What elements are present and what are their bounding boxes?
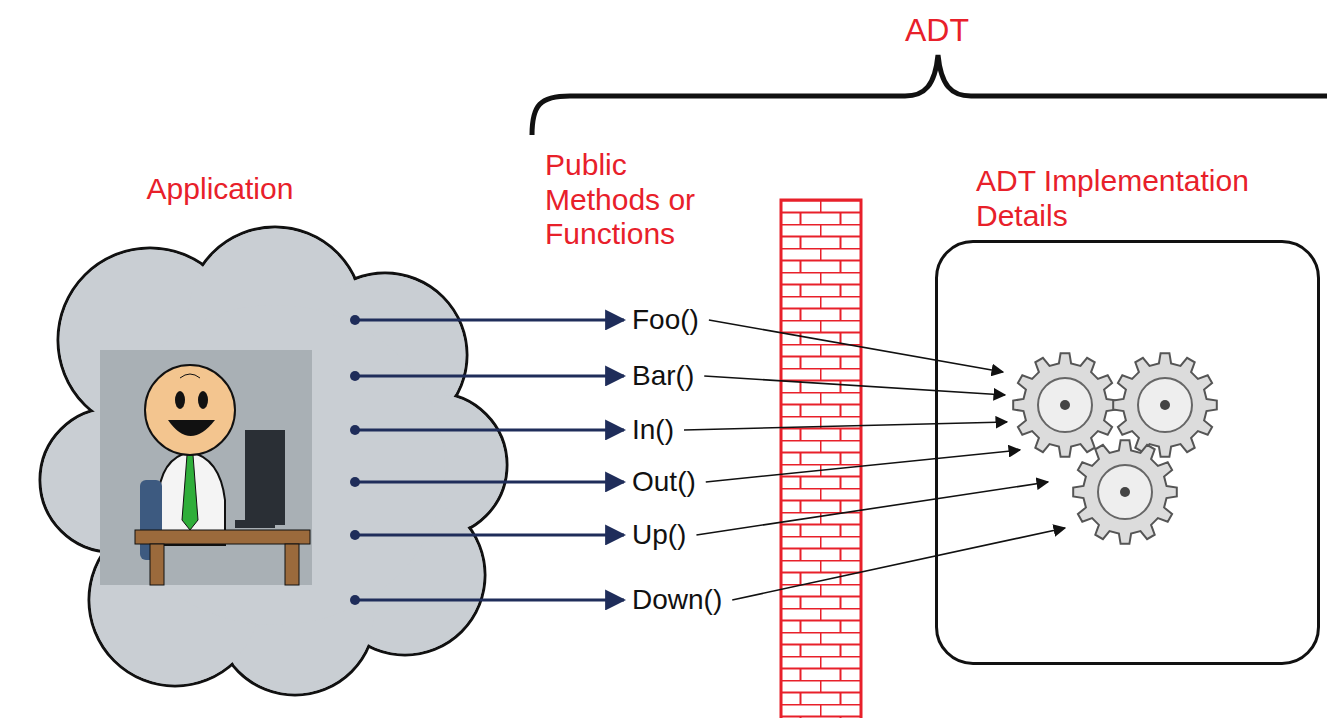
- method-label: Foo(): [630, 305, 701, 336]
- method-label: Down(): [630, 585, 724, 616]
- implementation-arrow: [706, 450, 1020, 482]
- programmer-illustration: [100, 350, 312, 585]
- method-name: Up(): [630, 520, 688, 551]
- method-name: Bar(): [630, 361, 696, 392]
- node-heading: ADT Implementation Details: [976, 164, 1303, 233]
- implementation-arrow: [684, 422, 1007, 430]
- gear: [1073, 440, 1177, 544]
- method-name: Down(): [630, 585, 724, 616]
- method-name: Out(): [630, 467, 698, 498]
- method-name: Foo(): [630, 305, 701, 336]
- implementation-arrow: [709, 320, 1003, 372]
- implementation-arrow: [704, 376, 1005, 395]
- gears-illustration: [935, 240, 1320, 665]
- brick-wall: [781, 200, 861, 718]
- implementation-arrow: [732, 528, 1065, 600]
- node-heading: Application: [147, 172, 294, 207]
- method-label: Up(): [630, 520, 688, 551]
- implementation-box: ADT Implementation Details: [935, 240, 1320, 665]
- method-name: In(): [630, 415, 676, 446]
- cloud-shape: [40, 230, 500, 695]
- method-label: In(): [630, 415, 676, 446]
- method-label: Bar(): [630, 361, 696, 392]
- gear: [1013, 353, 1117, 457]
- section-label: Public Methods or Functions: [545, 148, 745, 252]
- adt-brace: [532, 55, 1327, 135]
- application-cloud: Application: [40, 230, 500, 695]
- adt-title-label: ADT: [905, 12, 969, 49]
- implementation-arrow: [696, 482, 1048, 535]
- method-label: Out(): [630, 467, 698, 498]
